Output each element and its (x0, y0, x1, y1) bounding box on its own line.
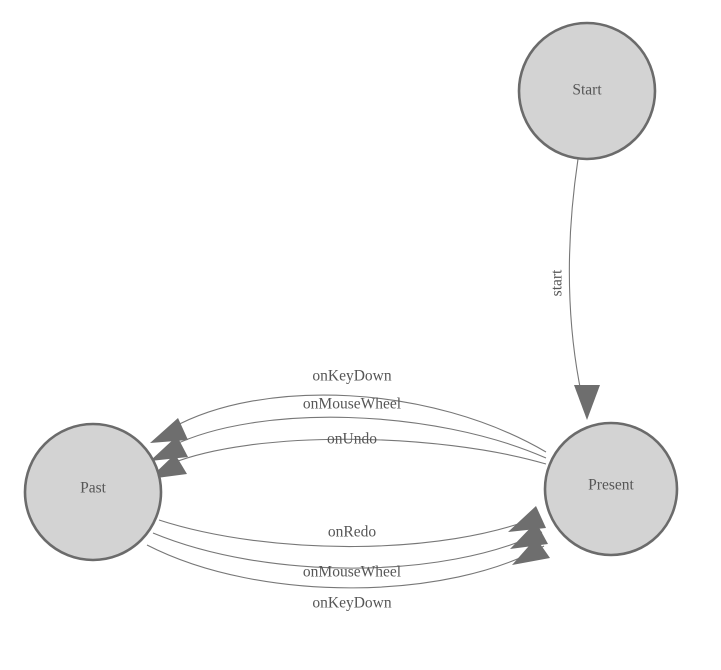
node-present-circle (543, 421, 679, 557)
edge-label-start-to-present: start (549, 269, 566, 296)
edge-label-present-to-past-keydown: onKeyDown (312, 368, 391, 385)
node-present[interactable]: Present (543, 421, 679, 557)
node-start-label: Start (572, 82, 602, 99)
edge-line-past-to-present-keydown (146, 544, 545, 589)
edge-label-present-to-past-undo: onUndo (327, 431, 377, 448)
node-start[interactable]: Start (517, 21, 657, 161)
node-present-label: Present (588, 477, 634, 494)
edge-past-to-present-redo[interactable]: onRedo (158, 506, 546, 548)
edge-label-past-to-present-keydown: onKeyDown (312, 595, 391, 612)
edge-past-to-present-wheel[interactable]: onMouseWheel (152, 522, 548, 581)
edge-past-to-present-keydown[interactable]: onKeyDown (146, 538, 550, 612)
edge-line-past-to-present-redo (158, 515, 541, 548)
node-past[interactable]: Past (23, 422, 163, 562)
edge-start-to-present[interactable]: start (549, 158, 600, 420)
edge-line-present-to-past-keydown (171, 394, 547, 453)
arrowhead-start-to-present (574, 385, 600, 420)
edge-line-present-to-past-undo (169, 438, 547, 465)
edge-label-past-to-present-wheel: onMouseWheel (303, 564, 401, 581)
arrowhead-past-to-present-redo (508, 506, 546, 532)
edge-line-present-to-past-wheel (171, 416, 547, 459)
edge-line-past-to-present-wheel (152, 531, 543, 569)
edge-label-past-to-present-redo: onRedo (328, 524, 376, 541)
edge-present-to-past-wheel[interactable]: onMouseWheel (150, 396, 547, 461)
arrowhead-past-to-present-keydown (512, 538, 550, 565)
arrowhead-present-to-past-keydown (150, 418, 188, 443)
edge-present-to-past-keydown[interactable]: onKeyDown (150, 368, 547, 453)
edge-line-start-to-present (568, 158, 582, 393)
arrowhead-present-to-past-wheel (150, 436, 188, 461)
edge-label-present-to-past-wheel: onMouseWheel (303, 396, 401, 413)
node-past-label: Past (80, 480, 107, 497)
node-past-circle (23, 422, 163, 562)
node-start-circle (517, 21, 657, 161)
